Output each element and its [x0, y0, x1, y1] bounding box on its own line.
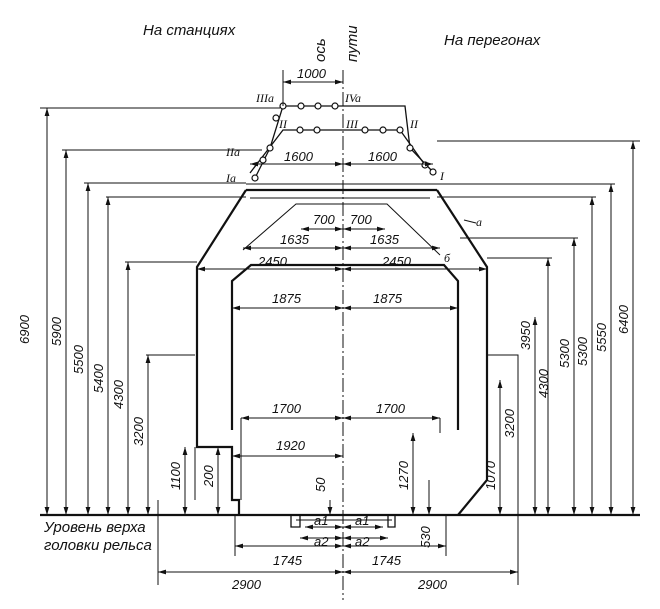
axis-word-os: ось — [312, 38, 329, 62]
label-a: а — [476, 215, 482, 229]
dim-5900: 5900 — [49, 316, 64, 346]
dim-1000: 1000 — [297, 66, 327, 81]
top-contour-dotted — [254, 105, 434, 179]
dim-1600-left: 1600 — [284, 149, 314, 164]
dim-3200-right: 3200 — [502, 408, 517, 438]
dim-a2-right: a2 — [355, 534, 370, 549]
dim-2450-left: 2450 — [257, 254, 288, 269]
label-II-right: II — [409, 117, 419, 131]
label-III: III — [345, 117, 359, 131]
dim-1875-left: 1875 — [272, 291, 302, 306]
dim-a1-left: a1 — [314, 513, 328, 528]
inner-contour-b — [230, 263, 460, 430]
label-IIIa: IIIa — [255, 91, 274, 105]
dim-1745-right: 1745 — [372, 553, 402, 568]
dim-2900-right: 2900 — [417, 577, 448, 592]
dim-1635-left: 1635 — [280, 232, 310, 247]
dim-700-left: 700 — [313, 212, 335, 227]
dim-6900: 6900 — [17, 314, 32, 344]
dim-6400: 6400 — [616, 304, 631, 334]
dim-5500: 5500 — [71, 344, 86, 374]
rail-detail — [290, 514, 396, 528]
right-shelf — [488, 354, 519, 510]
upper-trapezoid — [242, 203, 441, 256]
dim-4300-left: 4300 — [111, 379, 126, 409]
dim-700-right: 700 — [350, 212, 372, 227]
dim-200: 200 — [201, 465, 216, 488]
dim-a1-right: a1 — [355, 513, 369, 528]
dim-1745-left: 1745 — [273, 553, 303, 568]
dim-3950: 3950 — [518, 320, 533, 350]
label-II-left: II — [278, 117, 288, 131]
dim-5550: 5550 — [594, 322, 609, 352]
header-hauls: На перегонах — [444, 32, 541, 49]
base-label-line2: головки рельса — [44, 537, 152, 554]
dim-2450-right: 2450 — [381, 254, 412, 269]
header-stations: На станциях — [143, 22, 236, 39]
dim-50: 50 — [313, 477, 328, 492]
dim-530: 530 — [418, 526, 433, 548]
right-vertical-dims — [410, 140, 640, 515]
label-Ia: Ia — [225, 171, 236, 185]
dim-4300-right: 4300 — [536, 368, 551, 398]
dim-1875-right: 1875 — [373, 291, 403, 306]
axis-word-puti: пути — [344, 25, 361, 62]
label-I: I — [439, 169, 445, 183]
dim-a2-left: a2 — [314, 534, 329, 549]
left-vertical-dims — [40, 107, 333, 515]
dim-1700-right: 1700 — [376, 401, 406, 416]
dim-1700-left: 1700 — [272, 401, 302, 416]
dim-5300-b: 5300 — [575, 336, 590, 366]
dim-3200-left: 3200 — [131, 416, 146, 446]
gauge-outline-right — [436, 189, 489, 516]
dim-1600-right: 1600 — [368, 149, 398, 164]
dim-2900-left: 2900 — [231, 577, 262, 592]
top-contour-inner — [249, 129, 426, 174]
dim-1920: 1920 — [276, 438, 306, 453]
label-b: б — [444, 251, 451, 265]
horizontal-dims — [157, 70, 519, 585]
base-label-line1: Уровень верха — [43, 519, 146, 536]
label-IVa: IVa — [344, 91, 361, 105]
dim-5300-a: 5300 — [557, 338, 572, 368]
dim-1070: 1070 — [483, 460, 498, 490]
dim-1270: 1270 — [396, 460, 411, 490]
dim-5400: 5400 — [91, 363, 106, 393]
label-IIa: IIa — [225, 145, 240, 159]
dim-1635-right: 1635 — [370, 232, 400, 247]
dim-1100: 1100 — [168, 461, 183, 490]
